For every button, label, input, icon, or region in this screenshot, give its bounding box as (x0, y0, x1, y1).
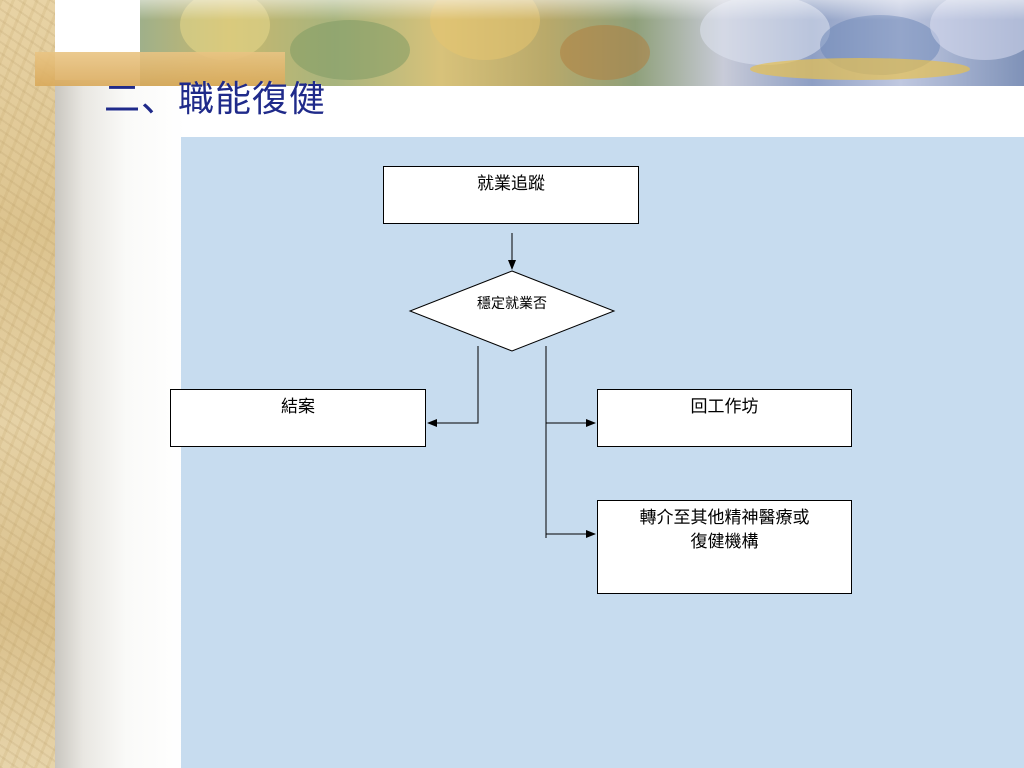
node-close-case: 結案 (170, 389, 426, 447)
node-referral-label-line2: 復健機構 (690, 532, 759, 552)
decision-diamond (408, 270, 616, 352)
diagram-canvas (181, 137, 1024, 768)
node-employment-tracking-label: 就業追蹤 (477, 174, 545, 194)
left-shadow-panel (55, 80, 185, 768)
arrow-to-close-case (427, 346, 479, 427)
node-employment-tracking: 就業追蹤 (383, 166, 639, 224)
node-referral-label-line1: 轉介至其他精神醫療或 (639, 508, 810, 528)
banner-highlight (140, 0, 1024, 20)
node-close-case-label: 結案 (281, 397, 315, 417)
decision-label: 穩定就業否 (477, 296, 547, 312)
node-return-workshop: 回工作坊 (597, 389, 852, 447)
parchment-texture-strip (0, 0, 55, 768)
slide-title: 二、職能復健 (104, 79, 327, 120)
title-accent-bar (35, 52, 285, 86)
node-return-workshop-label: 回工作坊 (690, 397, 759, 417)
node-referral: 轉介至其他精神醫療或 復健機構 (597, 500, 852, 594)
